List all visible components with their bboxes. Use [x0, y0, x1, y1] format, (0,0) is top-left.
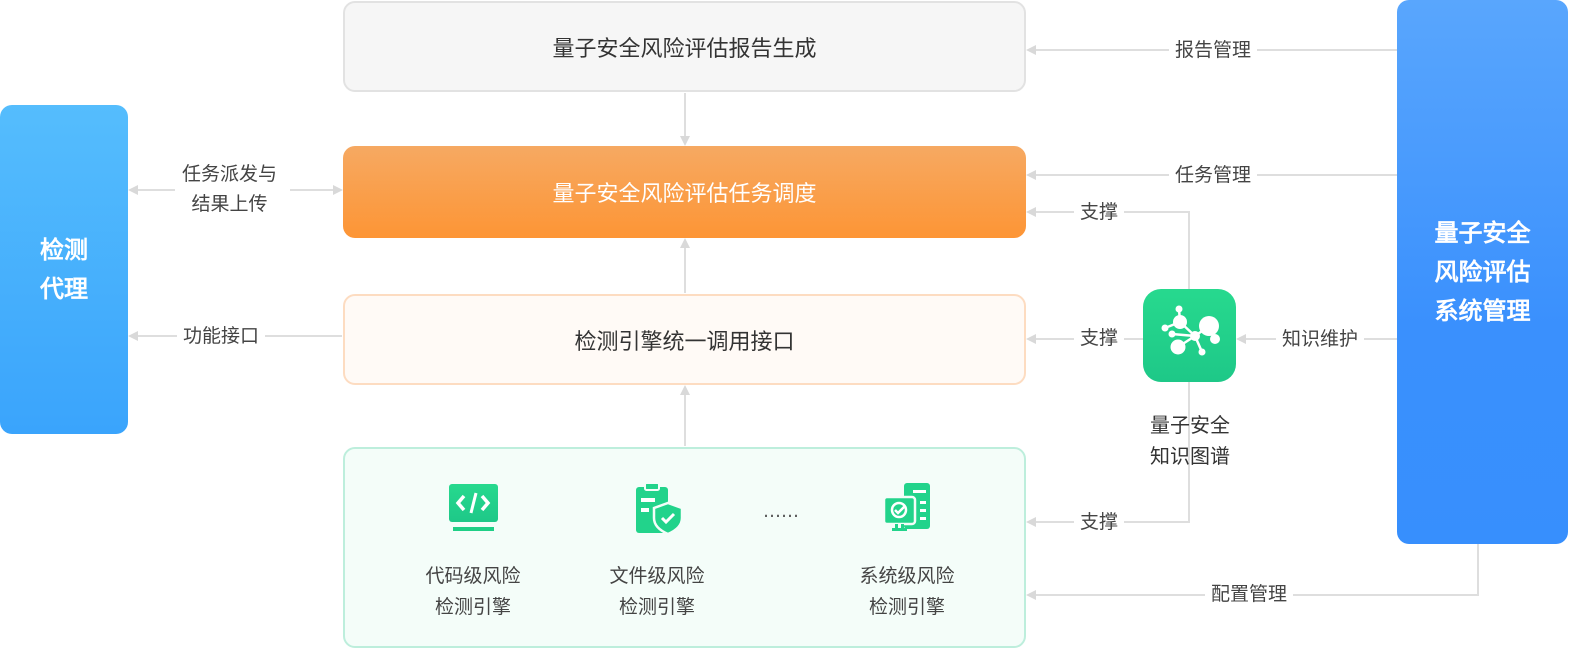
- system-risk-engine-line1: 系统级风险: [859, 565, 955, 587]
- more-engines-ellipsis: ……: [763, 501, 799, 522]
- engine-api-box[interactable]: 检测引擎统一调用接口: [343, 294, 1026, 385]
- edge-label-task-dispatch-line1: 任务派发与: [182, 163, 278, 185]
- computer-server-check-icon: [880, 481, 934, 535]
- knowledge-graph-label-line1: 量子安全: [1150, 413, 1230, 437]
- file-risk-engine-line1: 文件级风险: [609, 565, 705, 587]
- edge-label-support-api: 支撑: [1074, 323, 1125, 353]
- edge-label-report-mgmt: 报告管理: [1169, 35, 1258, 65]
- code-monitor-icon: [446, 481, 500, 535]
- edge-label-task-mgmt: 任务管理: [1169, 160, 1258, 190]
- detection-agent-box[interactable]: 检测 代理: [0, 105, 128, 434]
- file-risk-engine[interactable]: 文件级风险 检测引擎: [582, 481, 732, 623]
- code-risk-engine-line1: 代码级风险: [425, 565, 521, 587]
- knowledge-graph-label: 量子安全 知识图谱: [1130, 410, 1250, 472]
- report-generation-box[interactable]: 量子安全风险评估报告生成: [343, 1, 1026, 92]
- system-management-box[interactable]: 量子安全 风险评估 系统管理: [1397, 0, 1568, 544]
- sysmgmt-title-line2: 风险评估: [1434, 257, 1531, 286]
- report-generation-label: 量子安全风险评估报告生成: [552, 36, 817, 62]
- edge-label-function-api: 功能接口: [177, 321, 266, 351]
- task-dispatch-label: 量子安全风险评估任务调度: [552, 182, 817, 207]
- knowledge-graph-node[interactable]: [1143, 289, 1236, 382]
- edge-label-knowledge-maint: 知识维护: [1276, 324, 1365, 354]
- edge-label-task-dispatch: 任务派发与 结果上传: [176, 159, 284, 219]
- agent-title-line2: 代理: [40, 274, 88, 303]
- file-risk-engine-line2: 检测引擎: [618, 596, 695, 618]
- clipboard-shield-icon: [630, 481, 684, 536]
- system-risk-engine[interactable]: 系统级风险 检测引擎: [832, 481, 982, 623]
- code-risk-engine[interactable]: 代码级风险 检测引擎: [398, 481, 548, 623]
- knowledge-graph-label-line2: 知识图谱: [1150, 444, 1230, 468]
- code-risk-engine-line2: 检测引擎: [434, 596, 511, 618]
- edge-label-task-dispatch-line2: 结果上传: [191, 193, 268, 215]
- edge-label-support-dispatch: 支撑: [1074, 197, 1125, 227]
- task-dispatch-box[interactable]: 量子安全风险评估任务调度: [343, 146, 1026, 238]
- detection-engines-box: 代码级风险 检测引擎 文件级风险 检测引擎 ……: [343, 447, 1026, 648]
- molecule-network-icon: [1161, 305, 1220, 356]
- edge-label-config-mgmt: 配置管理: [1205, 579, 1294, 609]
- engine-api-label: 检测引擎统一调用接口: [574, 329, 795, 355]
- agent-title-line1: 检测: [40, 235, 88, 264]
- sysmgmt-title-line1: 量子安全: [1434, 218, 1531, 247]
- system-risk-engine-line2: 检测引擎: [868, 596, 945, 618]
- sysmgmt-title-line3: 系统管理: [1434, 296, 1531, 325]
- edge-label-support-engines: 支撑: [1074, 507, 1125, 537]
